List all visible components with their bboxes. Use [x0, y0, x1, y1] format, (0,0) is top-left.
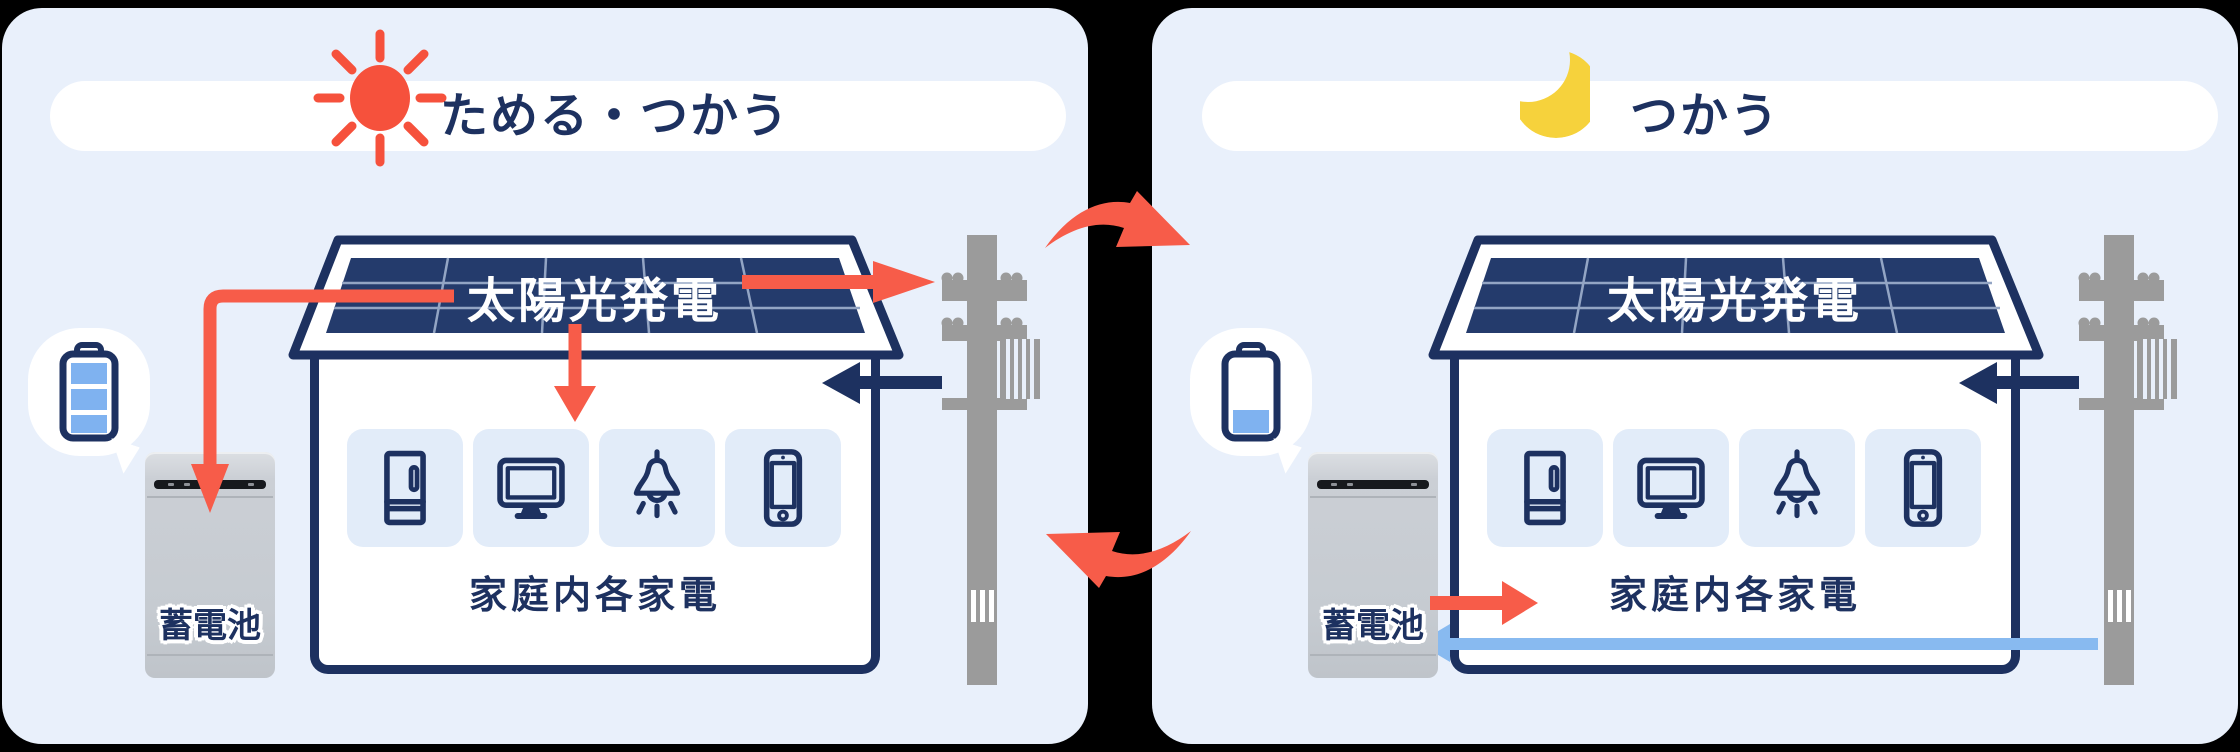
solar-to-grid-arrow — [742, 261, 935, 303]
appliance-tile — [473, 429, 589, 547]
smartphone-icon — [763, 449, 803, 527]
night-header-pill — [1202, 81, 2218, 151]
moon-icon — [1520, 50, 1590, 138]
utility-pole-icon — [2078, 235, 2177, 685]
battery-low-icon — [1221, 342, 1281, 442]
night-panel-title: つかう — [1630, 88, 1781, 144]
refrigerator-icon — [1524, 450, 1566, 526]
appliances-caption: 家庭内各家電 — [1608, 573, 1861, 617]
day-header-pill — [50, 81, 1066, 151]
storage-battery-unit: 蓄電池 — [1308, 452, 1438, 678]
battery-to-appliances-arrow — [1430, 581, 1538, 625]
appliance-tile — [347, 429, 463, 547]
solar-to-appliances-arrow — [554, 324, 596, 422]
pendant-light-icon — [1773, 449, 1821, 519]
tv-icon — [1637, 457, 1705, 519]
grid-to-house-arrow — [1959, 362, 2079, 404]
appliance-tile — [1487, 429, 1603, 547]
battery-bubble — [28, 328, 150, 456]
grid-to-house-arrow — [822, 362, 942, 404]
appliance-tile — [1739, 429, 1855, 547]
battery-full-icon — [59, 342, 119, 442]
solar-roof-icon — [288, 235, 904, 360]
appliance-tile — [725, 429, 841, 547]
solar-to-battery-arrow — [191, 289, 454, 513]
solar-roof-icon — [1428, 235, 2044, 360]
smartphone-icon — [1903, 449, 1943, 527]
pendant-light-icon — [633, 449, 681, 519]
sun-icon — [313, 29, 447, 167]
battery-unit-label: 蓄電池 — [1322, 606, 1424, 646]
appliance-tile — [1865, 429, 1981, 547]
day-panel-title: ためる・つかう — [440, 88, 791, 144]
night-panel: つかう — [1152, 8, 2238, 744]
battery-unit-label: 蓄電池 — [159, 606, 261, 646]
appliance-tile — [599, 429, 715, 547]
solar-label: 太陽光発電 — [1606, 273, 1862, 329]
day-panel: ためる・つかう — [2, 8, 1088, 744]
appliance-tile — [1613, 429, 1729, 547]
tv-icon — [497, 457, 565, 519]
utility-pole-icon — [941, 235, 1040, 685]
solar-label: 太陽光発電 — [466, 273, 722, 329]
grid-to-battery-arrow — [1418, 624, 2098, 662]
appliances-caption: 家庭内各家電 — [468, 573, 721, 617]
day-to-night-arrow — [1045, 191, 1190, 248]
refrigerator-icon — [384, 450, 426, 526]
battery-bubble — [1190, 328, 1312, 456]
night-to-day-arrow — [1046, 531, 1191, 588]
battery-vent-slit — [1317, 480, 1429, 489]
